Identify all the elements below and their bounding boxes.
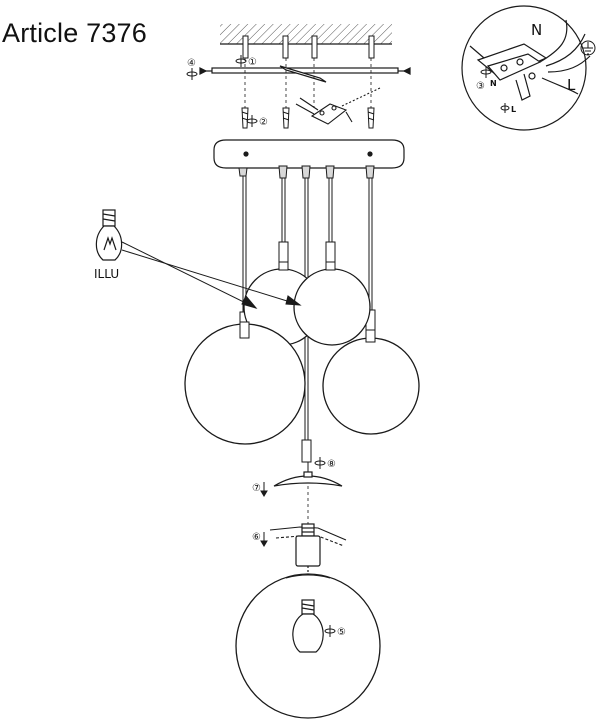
screw-icon bbox=[241, 107, 375, 129]
terminal-l-label: L bbox=[511, 105, 516, 114]
step-5-label: ⑤ bbox=[337, 627, 346, 638]
step-8-rotate bbox=[314, 457, 326, 469]
step-7-label: ⑦ bbox=[252, 483, 261, 494]
globe-large-right bbox=[322, 337, 420, 435]
terminal-n-label: N bbox=[490, 79, 497, 88]
rotate-icon bbox=[235, 55, 247, 67]
lamp-socket bbox=[295, 523, 321, 578]
illu-arrows bbox=[121, 241, 302, 309]
mounting-bracket bbox=[199, 65, 411, 83]
rotate-icon bbox=[246, 115, 258, 127]
arrow-down-icon bbox=[260, 482, 268, 497]
bulb-icon bbox=[95, 209, 123, 261]
arrow-down-icon bbox=[260, 532, 268, 547]
cable-grips bbox=[238, 165, 375, 179]
earth-ground-icon bbox=[580, 40, 596, 56]
wiring-detail bbox=[461, 5, 591, 131]
bulb-icon bbox=[292, 599, 324, 653]
ceiling bbox=[220, 24, 392, 45]
step-3-label: ③ bbox=[476, 81, 485, 92]
article-title: Article 7376 bbox=[2, 18, 147, 48]
step-2-label: ② bbox=[259, 117, 268, 128]
step-8-label: ⑧ bbox=[327, 459, 336, 470]
screw-guides bbox=[244, 58, 372, 108]
live-label: L bbox=[567, 76, 576, 94]
step-1-label: ① bbox=[248, 57, 257, 68]
wall-plugs bbox=[242, 35, 375, 59]
illu-label: ILLU bbox=[94, 267, 119, 281]
canopy bbox=[213, 139, 405, 169]
top-cap bbox=[273, 471, 343, 487]
globe-upper-right bbox=[293, 268, 371, 346]
rotate-icon bbox=[186, 68, 198, 80]
step-6-label: ⑥ bbox=[252, 532, 261, 543]
rotate-icon bbox=[480, 67, 510, 113]
neutral-label: N bbox=[531, 21, 542, 39]
globe-large-left bbox=[184, 323, 306, 445]
step-4-label: ④ bbox=[187, 58, 196, 69]
terminal-block bbox=[295, 87, 381, 125]
rotate-icon bbox=[324, 625, 336, 637]
glass-globes bbox=[184, 268, 420, 445]
